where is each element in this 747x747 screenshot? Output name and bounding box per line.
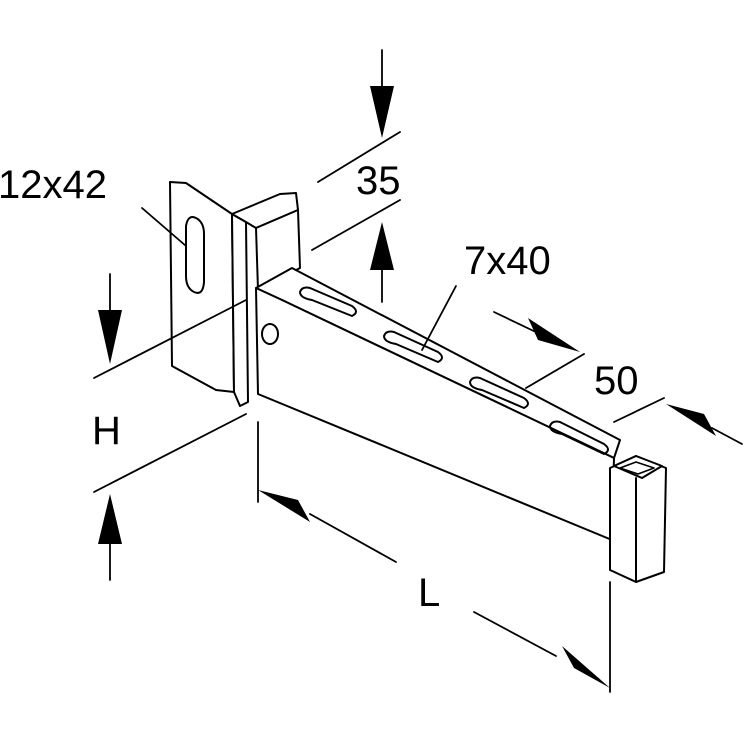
label-h: H [92, 409, 121, 453]
round-hole [261, 323, 279, 345]
label-50: 50 [594, 359, 639, 403]
dim-50: 50 [493, 311, 743, 445]
label-7x40: 7x40 [464, 239, 551, 283]
arm-slot-1 [299, 286, 357, 317]
arm-slot-3 [469, 376, 529, 409]
dim-7x40: 7x40 [421, 239, 551, 351]
label-35: 35 [356, 159, 401, 203]
dim-12x42: 12x42 [0, 163, 187, 247]
end-cap [609, 455, 667, 583]
arm-slots [299, 286, 609, 455]
label-12x42: 12x42 [0, 163, 107, 207]
arm-slot-4 [549, 420, 609, 455]
dim-h: H [92, 273, 247, 581]
arm-slot-2 [383, 330, 443, 363]
dim-l: L [257, 421, 611, 693]
cantilever-arm [255, 267, 621, 541]
label-l: L [418, 571, 440, 615]
slot-12x42 [185, 216, 205, 294]
dim-35: 35 [311, 49, 401, 303]
